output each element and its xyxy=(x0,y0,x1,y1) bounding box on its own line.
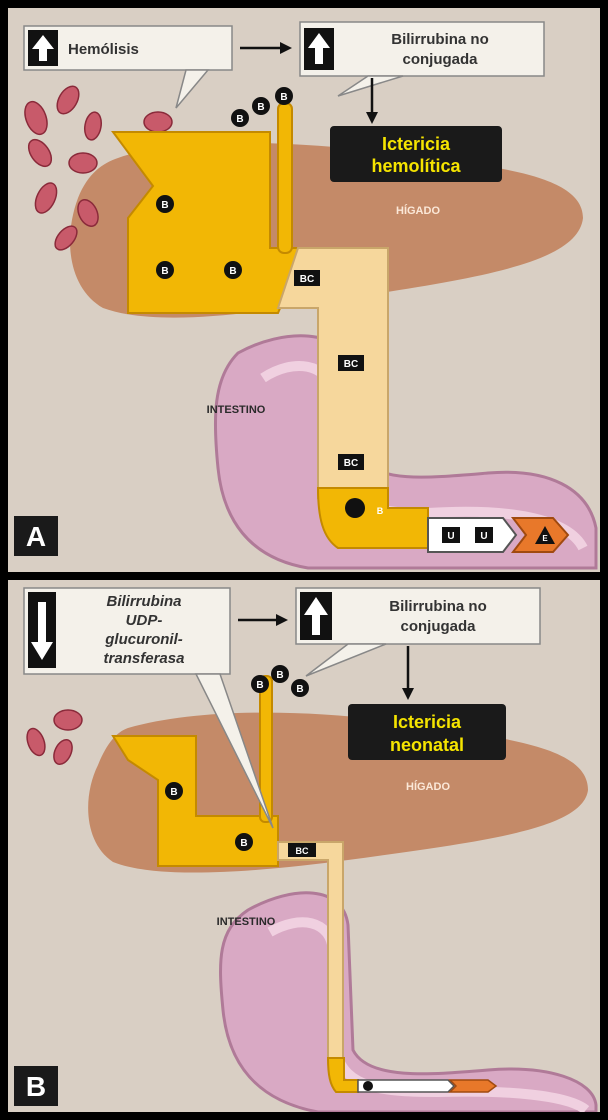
panel-a-hemolytic-jaundice: B B B B B B B BC BC BC U U E HÍGADO INTE… xyxy=(8,8,600,572)
liver-label: HÍGADO xyxy=(396,204,440,217)
mol-b-label: B xyxy=(296,684,303,695)
mol-b-label: B xyxy=(161,266,168,277)
mol-b-label: B xyxy=(280,92,287,103)
intestine-label: INTESTINO xyxy=(207,404,266,416)
cause-text-line4: transferasa xyxy=(104,650,185,667)
cause-text-line2: UDP- xyxy=(126,612,163,629)
bile-duct-up xyxy=(278,103,292,253)
mol-b-label: B xyxy=(236,114,243,125)
effect-box-pointer xyxy=(306,644,386,676)
mol-u-label: U xyxy=(480,531,487,542)
effect-text-line1: Bilirrubina no xyxy=(391,31,489,48)
red-blood-cells xyxy=(24,710,82,767)
mol-b-label: B xyxy=(276,670,283,681)
mol-b-label: B xyxy=(170,787,177,798)
panel-b-diagram: B B B B B BC HÍGADO INTESTINO Bilirrubin… xyxy=(8,580,600,1112)
liver-label: HÍGADO xyxy=(406,780,450,793)
intestine-label: INTESTINO xyxy=(217,916,276,928)
arrowhead-icon xyxy=(366,112,378,124)
cause-text: Hemólisis xyxy=(68,41,139,58)
arrowhead-icon xyxy=(402,688,414,700)
arrowhead-icon xyxy=(276,614,288,626)
result-text-line1: Ictericia xyxy=(393,712,462,732)
mol-bc-label: BC xyxy=(300,274,314,285)
molecule-bc-tokens: BC xyxy=(288,843,316,857)
cause-box-pointer xyxy=(176,70,208,108)
mol-b-label: B xyxy=(240,838,247,849)
effect-box-pointer xyxy=(338,76,403,96)
result-text-line2: hemolítica xyxy=(371,156,461,176)
unconjugated-bilirubin-region xyxy=(113,132,298,313)
effect-text-line2: conjugada xyxy=(402,51,478,68)
mol-b-label: B xyxy=(257,102,264,113)
stool-dot xyxy=(345,498,365,518)
stercobilin-arrow xyxy=(450,1080,496,1092)
mol-bc-label: BC xyxy=(344,359,358,370)
result-text-line2: neonatal xyxy=(390,735,464,755)
effect-text-line2: conjugada xyxy=(400,618,476,635)
stool-dot xyxy=(363,1081,373,1091)
panel-letter: B xyxy=(26,1071,46,1102)
cause-text-line3: glucuronil- xyxy=(104,631,183,648)
effect-text-line1: Bilirrubina no xyxy=(389,598,487,615)
mol-u-label: U xyxy=(447,531,454,542)
mol-b-label: B xyxy=(377,506,384,516)
cause-text-line1: Bilirrubina xyxy=(106,593,181,610)
effect-box xyxy=(296,588,540,644)
mol-b-label: B xyxy=(229,266,236,277)
panel-a-diagram: B B B B B B B BC BC BC U U E HÍGADO INTE… xyxy=(8,8,600,572)
mol-bc-label: BC xyxy=(344,458,358,469)
mol-b-label: B xyxy=(161,200,168,211)
mol-bc-label: BC xyxy=(296,846,309,856)
result-text-line1: Ictericia xyxy=(382,134,451,154)
urobilinogen-arrow xyxy=(428,518,516,552)
arrowhead-icon xyxy=(280,42,292,54)
mol-e-label: E xyxy=(542,534,548,543)
panel-letter: A xyxy=(26,521,46,552)
mol-b-label: B xyxy=(256,680,263,691)
panel-b-neonatal-jaundice: B B B B B BC HÍGADO INTESTINO Bilirrubin… xyxy=(8,580,600,1112)
